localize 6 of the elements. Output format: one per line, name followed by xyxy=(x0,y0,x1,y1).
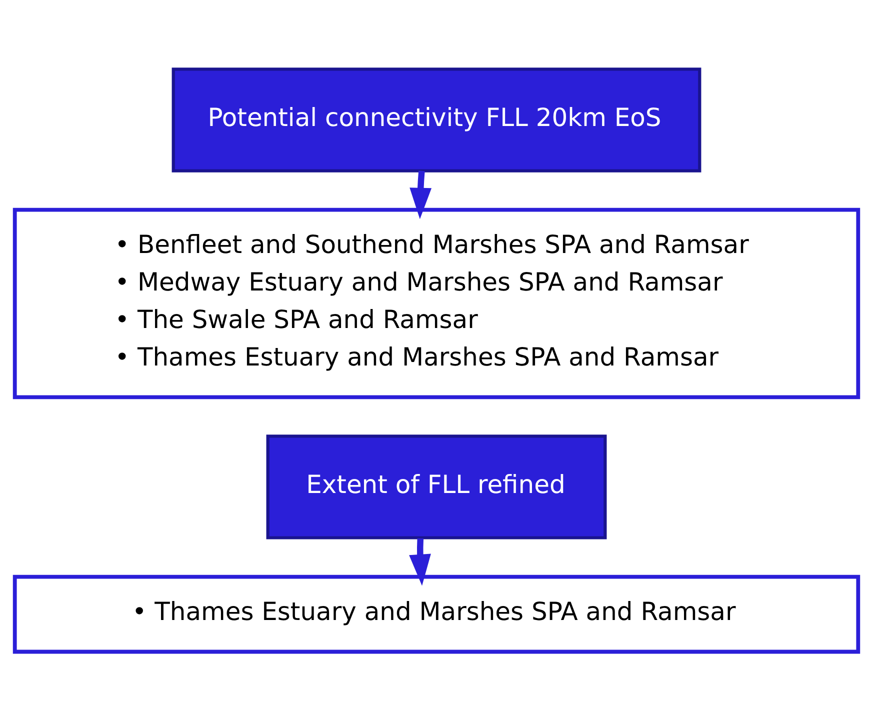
arrow xyxy=(409,538,431,586)
arrow xyxy=(410,170,432,219)
node-box: • Benfleet and Southend Marshes SPA and Ramsar • Medway Estuary and Marshes SPA and Ramsar • The Swale SPA and Ramsar • Thames Estuary and Marshes SPA and Ramsar xyxy=(12,207,860,399)
node-box: • Thames Estuary and Marshes SPA and Ramsar xyxy=(12,574,860,654)
node-box: Extent of FLL refined xyxy=(266,434,607,539)
node-box: Potential connectivity FLL 20km EoS xyxy=(172,67,702,172)
